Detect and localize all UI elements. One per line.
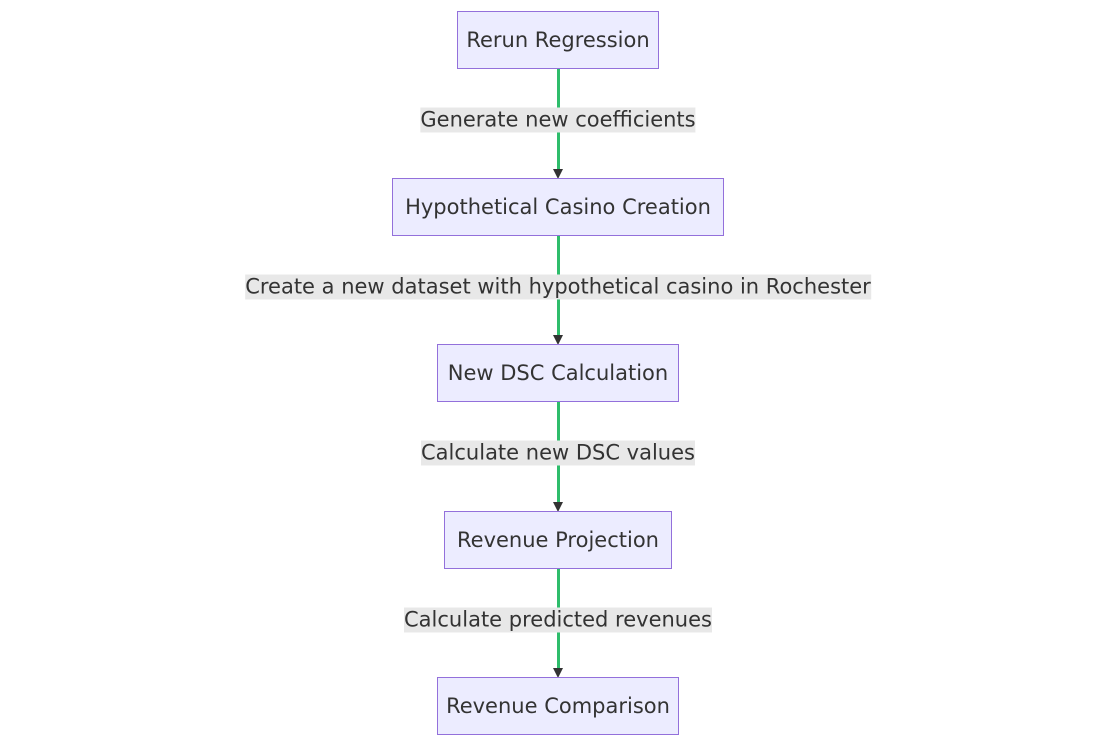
arrowhead-1 <box>553 169 563 179</box>
arrowhead-2 <box>553 335 563 345</box>
node-new-dsc-calculation: New DSC Calculation <box>437 344 679 402</box>
edge-label-4: Calculate predicted revenues <box>404 607 712 633</box>
node-revenue-projection: Revenue Projection <box>444 511 672 569</box>
node-hypothetical-casino-creation: Hypothetical Casino Creation <box>392 178 724 236</box>
edge-label-3: Calculate new DSC values <box>421 440 695 466</box>
node-revenue-comparison: Revenue Comparison <box>437 677 679 735</box>
arrowhead-4 <box>553 668 563 678</box>
arrowhead-3 <box>553 502 563 512</box>
node-rerun-regression: Rerun Regression <box>457 11 659 69</box>
edge-label-2: Create a new dataset with hypothetical c… <box>245 274 871 300</box>
edge-label-1: Generate new coefficients <box>420 107 696 133</box>
